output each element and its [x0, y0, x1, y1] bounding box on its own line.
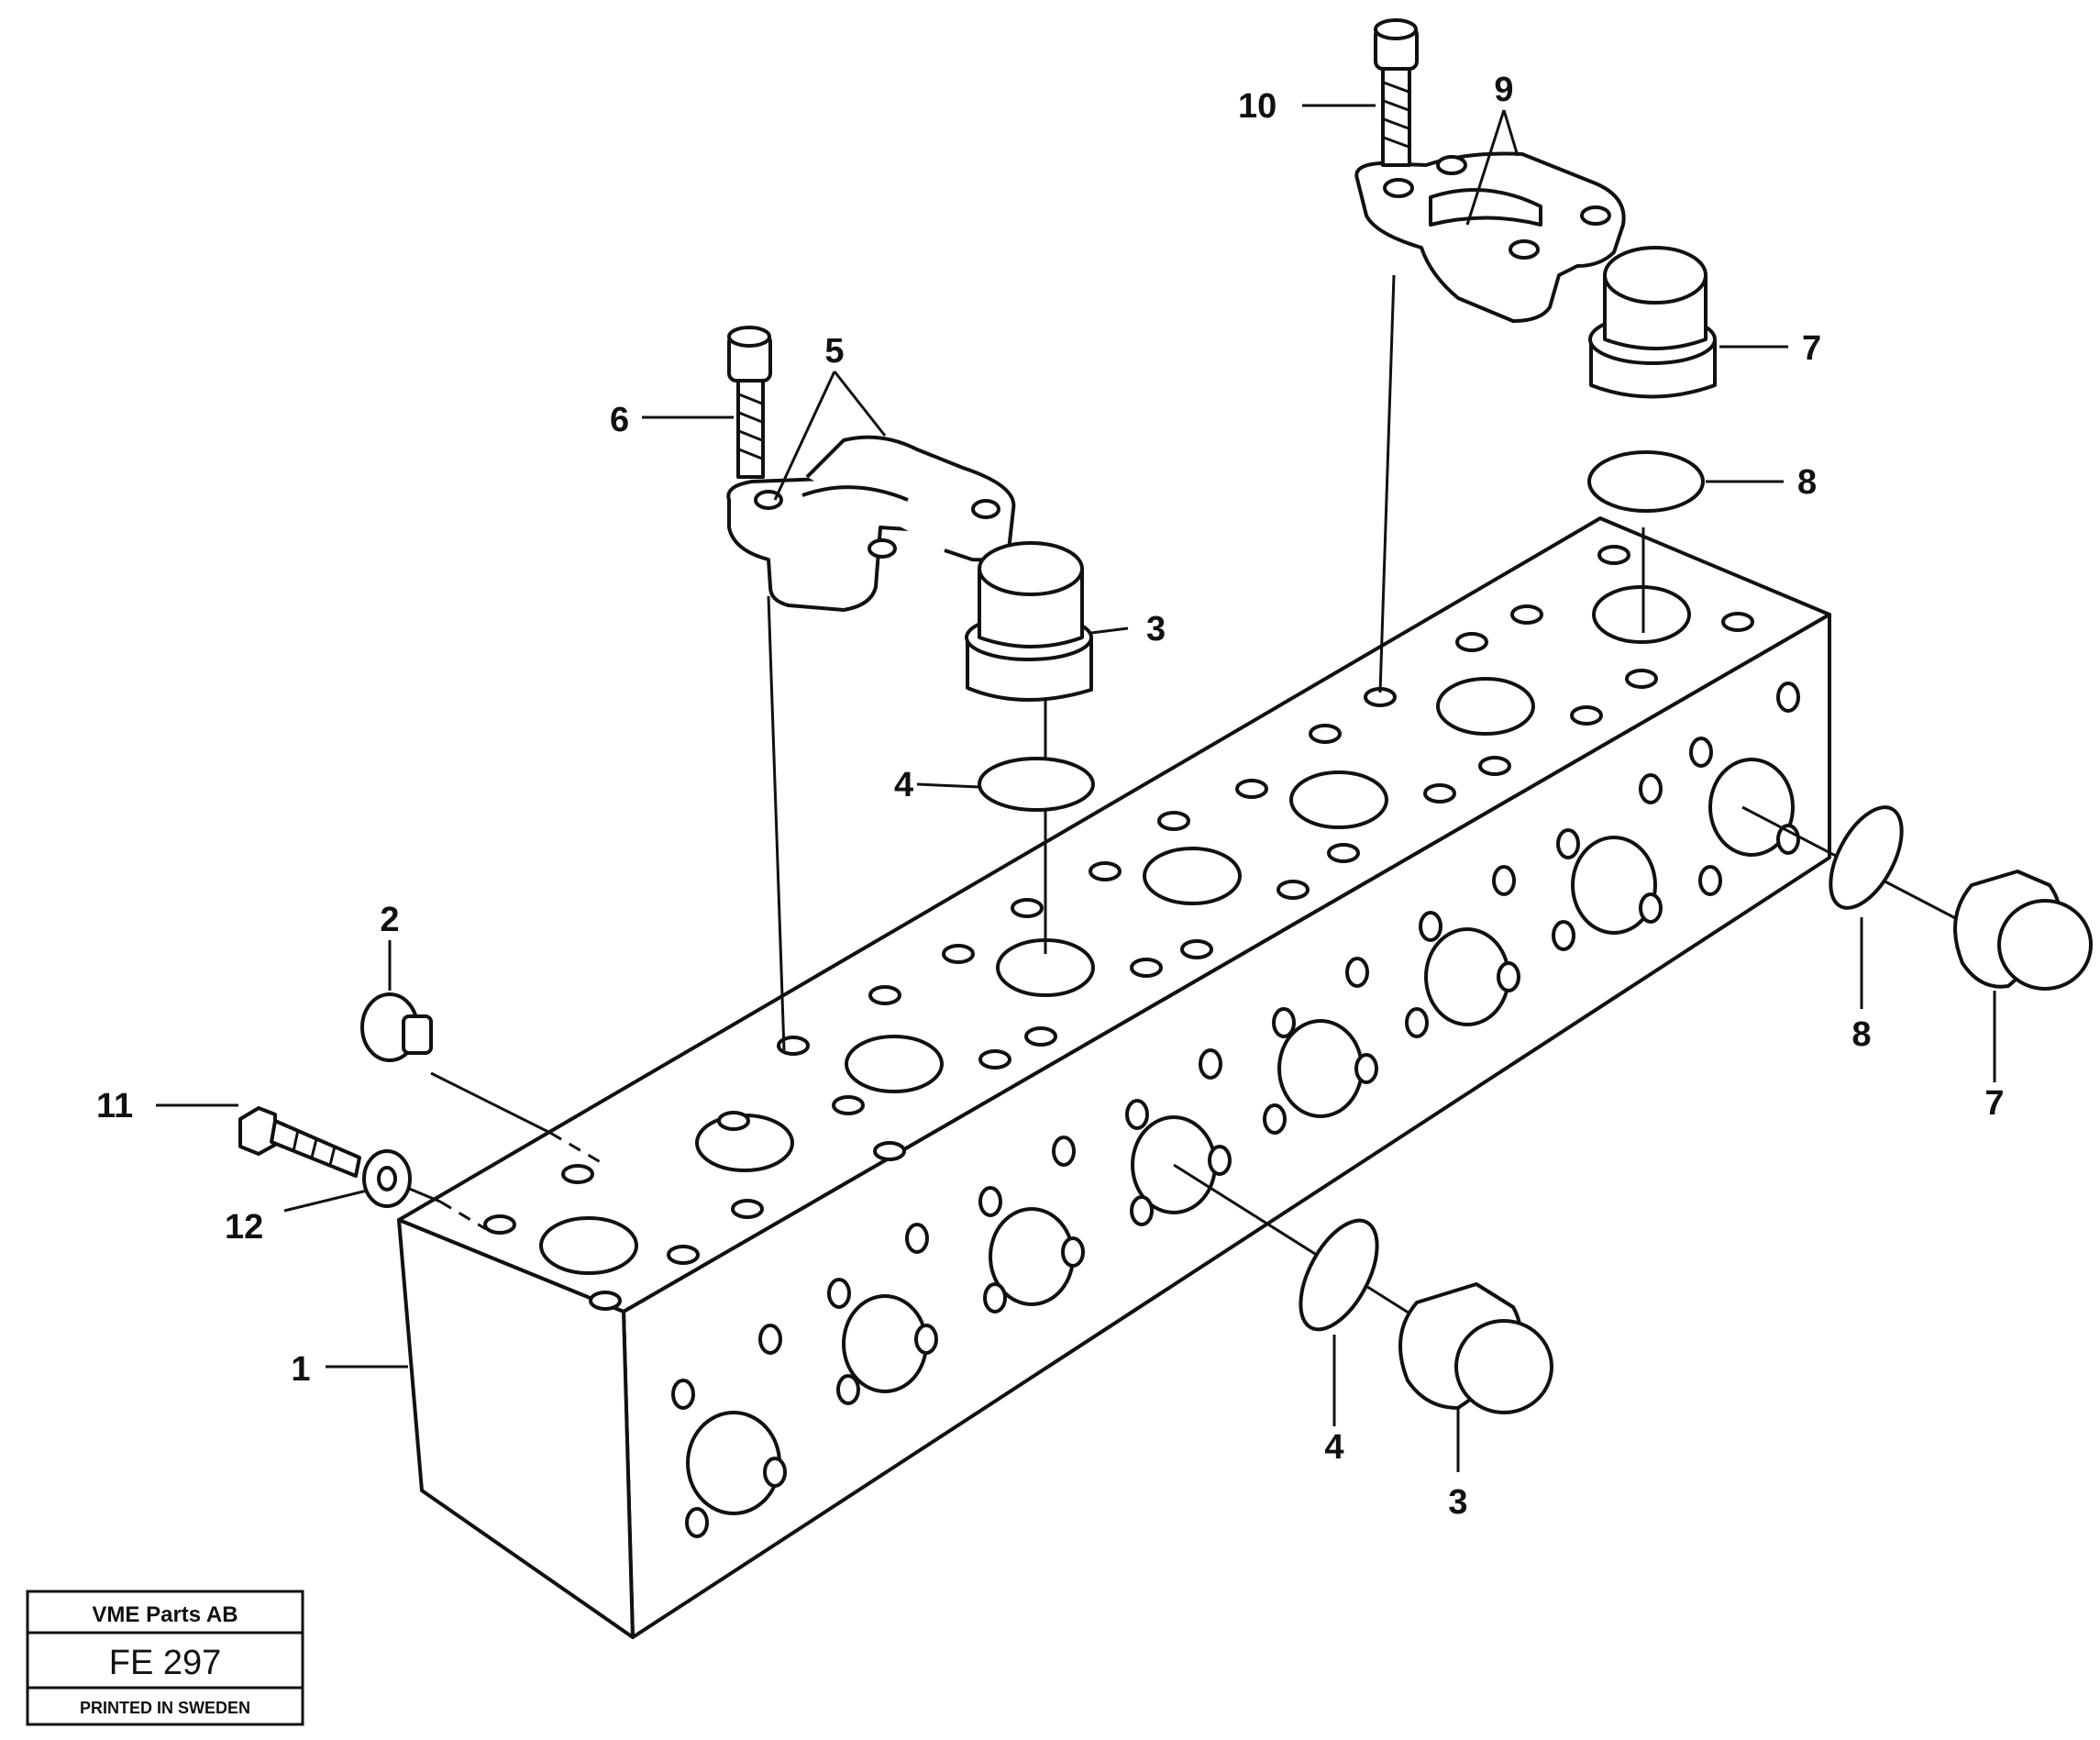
washer-12: [362, 1149, 412, 1208]
callout-8-top: 8: [1797, 463, 1817, 502]
manifold-block: [397, 516, 1831, 1639]
callout-4-top: 4: [894, 766, 913, 804]
callout-1: 1: [291, 1350, 310, 1389]
plug-7-side: [1953, 870, 2093, 991]
oring-4-side: [1299, 1218, 1379, 1332]
callout-2: 2: [380, 901, 399, 939]
bolt-6: [727, 326, 772, 479]
oring-8-side: [1829, 805, 1904, 910]
plug-7-top: [1588, 246, 1717, 399]
callout-7-side: 7: [1984, 1084, 2004, 1123]
leader-lines: [156, 104, 1996, 1472]
title-code: FE 297: [109, 1644, 222, 1682]
plug-2: [360, 992, 433, 1062]
callout-7-top: 7: [1802, 329, 1821, 368]
title-block: VME Parts AB FE 297 PRINTED IN SWEDEN: [26, 1590, 304, 1726]
bolt-10: [1374, 18, 1419, 167]
callout-numbers: 1 2 3 3 4 4 5 6 7 7 8 8 9 10 11 12: [96, 71, 2005, 1522]
side-bolt-holes: [671, 682, 1800, 1538]
callout-5: 5: [824, 332, 844, 371]
top-bolt-holes: [483, 545, 1754, 1311]
callout-10: 10: [1238, 87, 1277, 126]
oring-4-top: [978, 757, 1095, 812]
flange-5: [726, 435, 1016, 612]
callout-9: 9: [1494, 71, 1513, 109]
plug-3-side: [1398, 1282, 1553, 1414]
oring-8-top: [1587, 450, 1705, 513]
flange-9: [1354, 151, 1626, 323]
plug-3-top: [965, 541, 1093, 702]
callout-4-bottom: 4: [1324, 1428, 1343, 1467]
callout-3-bottom: 3: [1448, 1483, 1467, 1522]
title-company: VME Parts AB: [92, 1602, 238, 1627]
callout-8-side: 8: [1851, 1015, 1871, 1054]
callout-3-top: 3: [1146, 610, 1166, 648]
callout-11: 11: [96, 1087, 133, 1125]
callout-6: 6: [610, 401, 629, 439]
callout-12: 12: [225, 1208, 263, 1247]
title-footer: PRINTED IN SWEDEN: [80, 1699, 250, 1717]
bolt-11: [238, 1106, 361, 1178]
top-ports: [539, 585, 1691, 1275]
